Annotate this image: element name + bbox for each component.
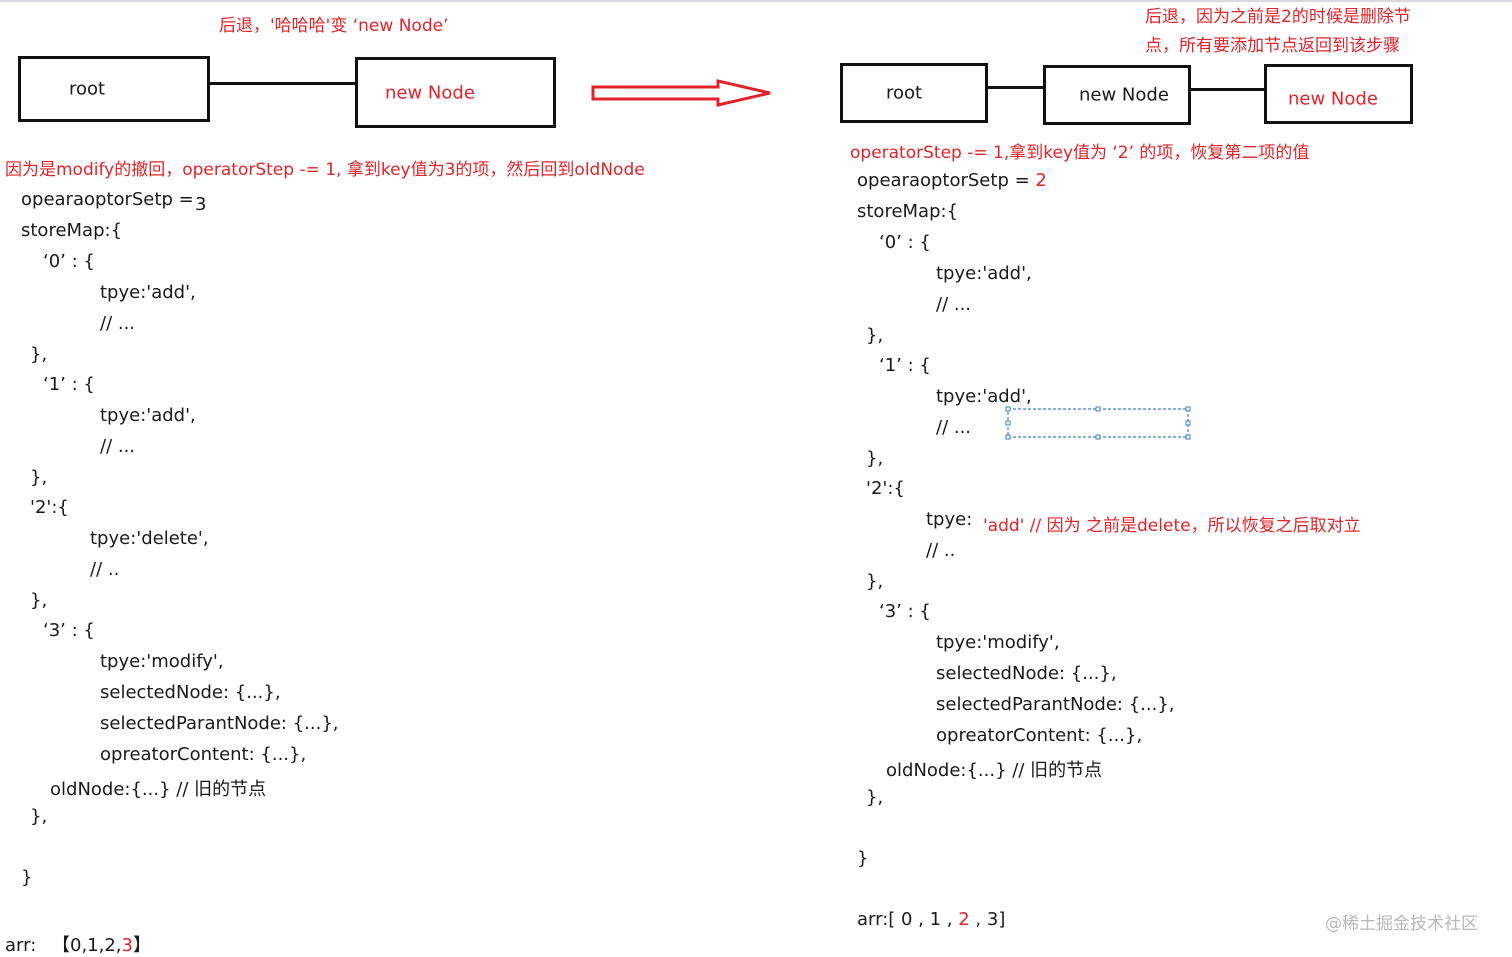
left-k3-close: },: [30, 806, 48, 827]
left-arr-open: 【0,1,2,: [52, 935, 122, 956]
left-setp-label: opearaoptorSetp =: [21, 189, 194, 210]
left-setp-value: 3: [195, 194, 207, 215]
left-k2-close: },: [30, 590, 48, 611]
left-note: 因为是modify的撤回，operatorStep -= 1, 拿到key值为3…: [5, 160, 645, 180]
right-k3-old: oldNode:{...} // 旧的节点: [886, 760, 1103, 781]
left-k2-type: tpye:'delete',: [90, 528, 209, 549]
left-k1-comment: // ...: [100, 436, 136, 457]
right-k0-open: ‘0’ : {: [879, 232, 931, 253]
right-k3-type: tpye:'modify',: [936, 632, 1060, 653]
right-k1-type: tpye:'add',: [936, 386, 1032, 407]
right-k2-type: tpye:: [926, 509, 973, 530]
left-store-open: storeMap:{: [21, 220, 123, 241]
right-k3-content: opreatorContent: {...},: [936, 725, 1143, 746]
right-k0-comment: // ...: [936, 294, 972, 315]
left-k2-comment: // ..: [90, 559, 120, 580]
right-note: operatorStep -= 1,拿到key值为 ‘2’ 的项，恢复第二项的值: [850, 143, 1310, 163]
right-connector-1: [988, 86, 1044, 89]
left-k3-content: opreatorContent: {...},: [100, 744, 307, 765]
left-arr-label: arr:: [5, 935, 37, 956]
right-arr: arr:[ 0 , 1 , 2 , 3]: [857, 909, 1005, 930]
left-k1-open: ‘1’ : {: [43, 374, 95, 395]
left-arr-close: 】: [132, 935, 151, 956]
left-k3-old: oldNode:{...} // 旧的节点: [50, 779, 267, 800]
right-k3-open: ‘3’ : {: [879, 601, 931, 622]
right-new-node-2: new Node: [1264, 64, 1413, 124]
left-k3-parent: selectedParantNode: {...},: [100, 713, 339, 734]
right-store-close: }: [857, 848, 869, 869]
right-k3-close: },: [866, 787, 884, 808]
left-new-node-label: new Node: [385, 82, 475, 103]
left-k0-open: ‘0’ : {: [43, 251, 95, 272]
left-k0-close: },: [30, 344, 48, 365]
right-k1-comment: // ...: [936, 417, 972, 438]
left-k1-type: tpye:'add',: [100, 405, 196, 426]
right-setp-label: opearaoptorSetp =: [857, 170, 1030, 191]
right-k3-parent: selectedParantNode: {...},: [936, 694, 1175, 715]
left-k3-type: tpye:'modify',: [100, 651, 224, 672]
right-connector-2: [1191, 88, 1265, 91]
right-setp: opearaoptorSetp = 2: [857, 170, 1047, 191]
right-k1-open: ‘1’ : {: [879, 355, 931, 376]
left-store-close: }: [21, 867, 33, 888]
left-k3-open: ‘3’ : {: [43, 620, 95, 641]
right-new-node-1: new Node: [1043, 65, 1191, 125]
left-k0-type: tpye:'add',: [100, 282, 196, 303]
right-arr-red: 2: [958, 909, 970, 930]
right-arr-open: arr:[ 0 , 1 ,: [857, 909, 959, 930]
left-arr: arr: 【0,1,2,3】: [5, 931, 151, 957]
right-setp-value: 2: [1035, 170, 1047, 191]
right-new-node-2-label: new Node: [1288, 88, 1378, 110]
right-caption-line1: 后退，因为之前是2的时候是删除节: [1145, 7, 1411, 27]
right-k2-comment: // ..: [926, 540, 956, 561]
right-root-label: root: [886, 82, 923, 104]
top-border: [0, 0, 1512, 2]
left-k2-open: '2':{: [30, 497, 69, 518]
left-connector: [210, 82, 356, 85]
left-root-label: root: [69, 78, 106, 100]
right-new-node-1-label: new Node: [1079, 84, 1169, 106]
right-k2-type-value: 'add' // 因为 之前是delete，所以恢复之后取对立: [983, 516, 1361, 536]
left-k3-selected: selectedNode: {...},: [100, 682, 281, 703]
watermark: @稀土掘金技术社区: [1325, 914, 1478, 934]
left-arr-red: 3: [121, 935, 133, 956]
right-arr-close: , 3]: [969, 909, 1006, 930]
left-k0-comment: // ...: [100, 313, 136, 334]
right-k0-type: tpye:'add',: [936, 263, 1032, 284]
left-caption: 后退，'哈哈哈'变 ‘new Node’: [219, 16, 449, 36]
right-k0-close: },: [866, 325, 884, 346]
transition-arrow: [591, 79, 771, 107]
left-root-node: root: [18, 56, 210, 122]
right-caption-line2: 点，所有要添加节点返回到该步骤: [1145, 36, 1400, 56]
left-k1-close: },: [30, 467, 48, 488]
right-root-node: root: [840, 63, 988, 123]
right-k2-open: '2':{: [866, 478, 905, 499]
right-k3-selected: selectedNode: {...},: [936, 663, 1117, 684]
right-k2-close: },: [866, 571, 884, 592]
right-k1-close: },: [866, 448, 884, 469]
left-new-node: new Node: [355, 57, 556, 128]
right-store-open: storeMap:{: [857, 201, 959, 222]
selection-box[interactable]: [1005, 405, 1191, 440]
